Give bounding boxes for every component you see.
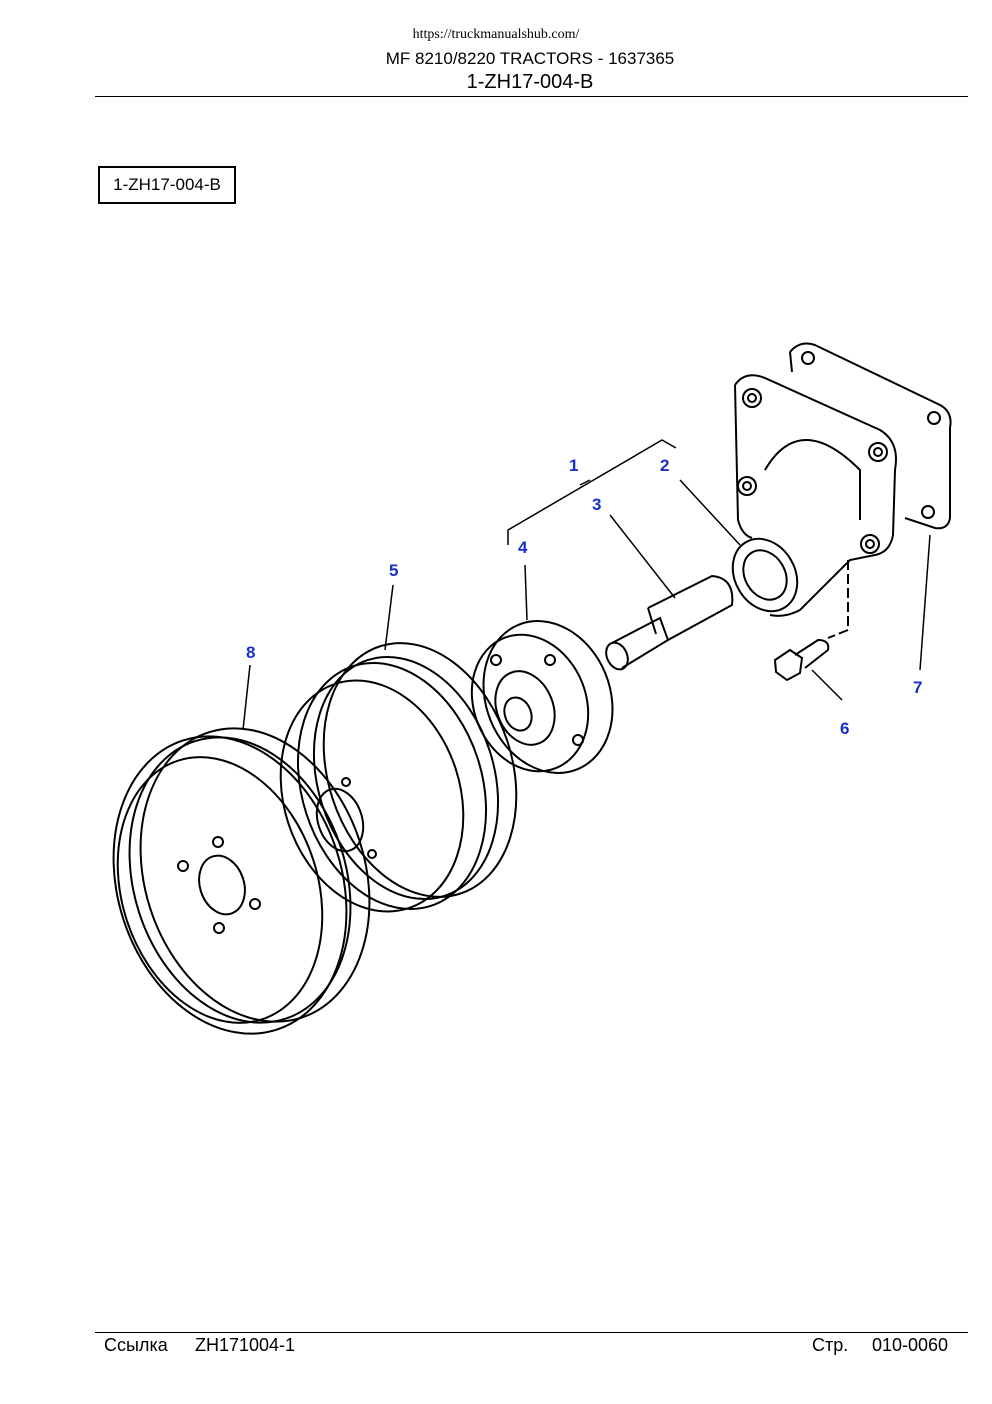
reference-value: ZH171004-1 bbox=[195, 1335, 296, 1355]
callout-8: 8 bbox=[246, 643, 255, 662]
document-code: 1-ZH17-004-B bbox=[466, 71, 594, 93]
callout-2: 2 bbox=[660, 456, 669, 475]
callout-3: 3 bbox=[592, 495, 601, 514]
pulley-part-5 bbox=[279, 642, 518, 913]
reference-box: 1-ZH17-004-B bbox=[98, 166, 236, 204]
source-url[interactable]: https://truckmanualshub.com/ bbox=[412, 27, 580, 42]
callout-7: 7 bbox=[913, 678, 922, 697]
hub-part-4 bbox=[470, 620, 614, 774]
reference-label: Ссылка bbox=[104, 1335, 168, 1355]
bolt-part-6 bbox=[773, 560, 849, 682]
page-label: Стр. bbox=[812, 1335, 849, 1355]
housing-part-2 bbox=[731, 374, 897, 617]
callout-1: 1 bbox=[569, 456, 578, 475]
parts-diagram: 1 2 3 4 5 6 7 8 bbox=[112, 342, 952, 1035]
callout-5: 5 bbox=[389, 561, 398, 580]
gasket-part-7 bbox=[789, 342, 952, 530]
callout-4: 4 bbox=[518, 538, 528, 557]
document-title: MF 8210/8220 TRACTORS - 1637365 bbox=[385, 49, 675, 68]
callout-6: 6 bbox=[840, 719, 849, 738]
header-divider bbox=[95, 96, 968, 97]
footer-divider bbox=[95, 1332, 968, 1333]
shaft-part-3 bbox=[605, 574, 734, 671]
pulley-part-8 bbox=[112, 727, 371, 1035]
leader-lines bbox=[242, 439, 931, 731]
page-number: 010-0060 bbox=[872, 1335, 949, 1355]
